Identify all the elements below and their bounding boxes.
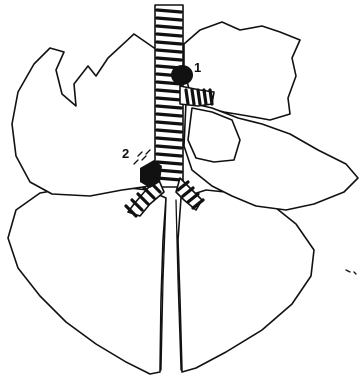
trachea-ring [157,34,181,36]
trachea-ring [157,18,181,20]
trachea-ring [157,26,181,28]
bronchus-ring [186,90,188,104]
lymph-node-1 [171,65,193,85]
bronchus-ring [204,90,206,104]
trachea-ring [157,10,181,12]
trachea [155,5,183,187]
trachea-ring [157,42,181,44]
trachea-ring [157,130,181,132]
label-node-1: 1 [194,60,201,75]
trachea-ring [157,58,181,60]
bronchus-ring [192,90,194,104]
trachea-ring [157,162,181,164]
right-upper-bronchus [180,86,214,106]
edge-mark [346,270,356,274]
bronchus-ring [198,90,200,104]
trachea-ring [157,90,181,92]
label-node-2: 2 [122,146,129,161]
trachea-ring [157,154,181,156]
left-upper-lobe [12,34,160,196]
trachea-ring [157,50,181,52]
trachea-ring [157,122,181,124]
trachea-ring [157,178,181,180]
trachea-ring [157,114,181,116]
trachea-ring [157,146,181,148]
bronchus-ring [210,90,212,104]
trachea-ring [157,106,181,108]
right-lower-lobe [178,190,314,372]
trachea-ring [157,98,181,100]
trachea-ring [157,138,181,140]
